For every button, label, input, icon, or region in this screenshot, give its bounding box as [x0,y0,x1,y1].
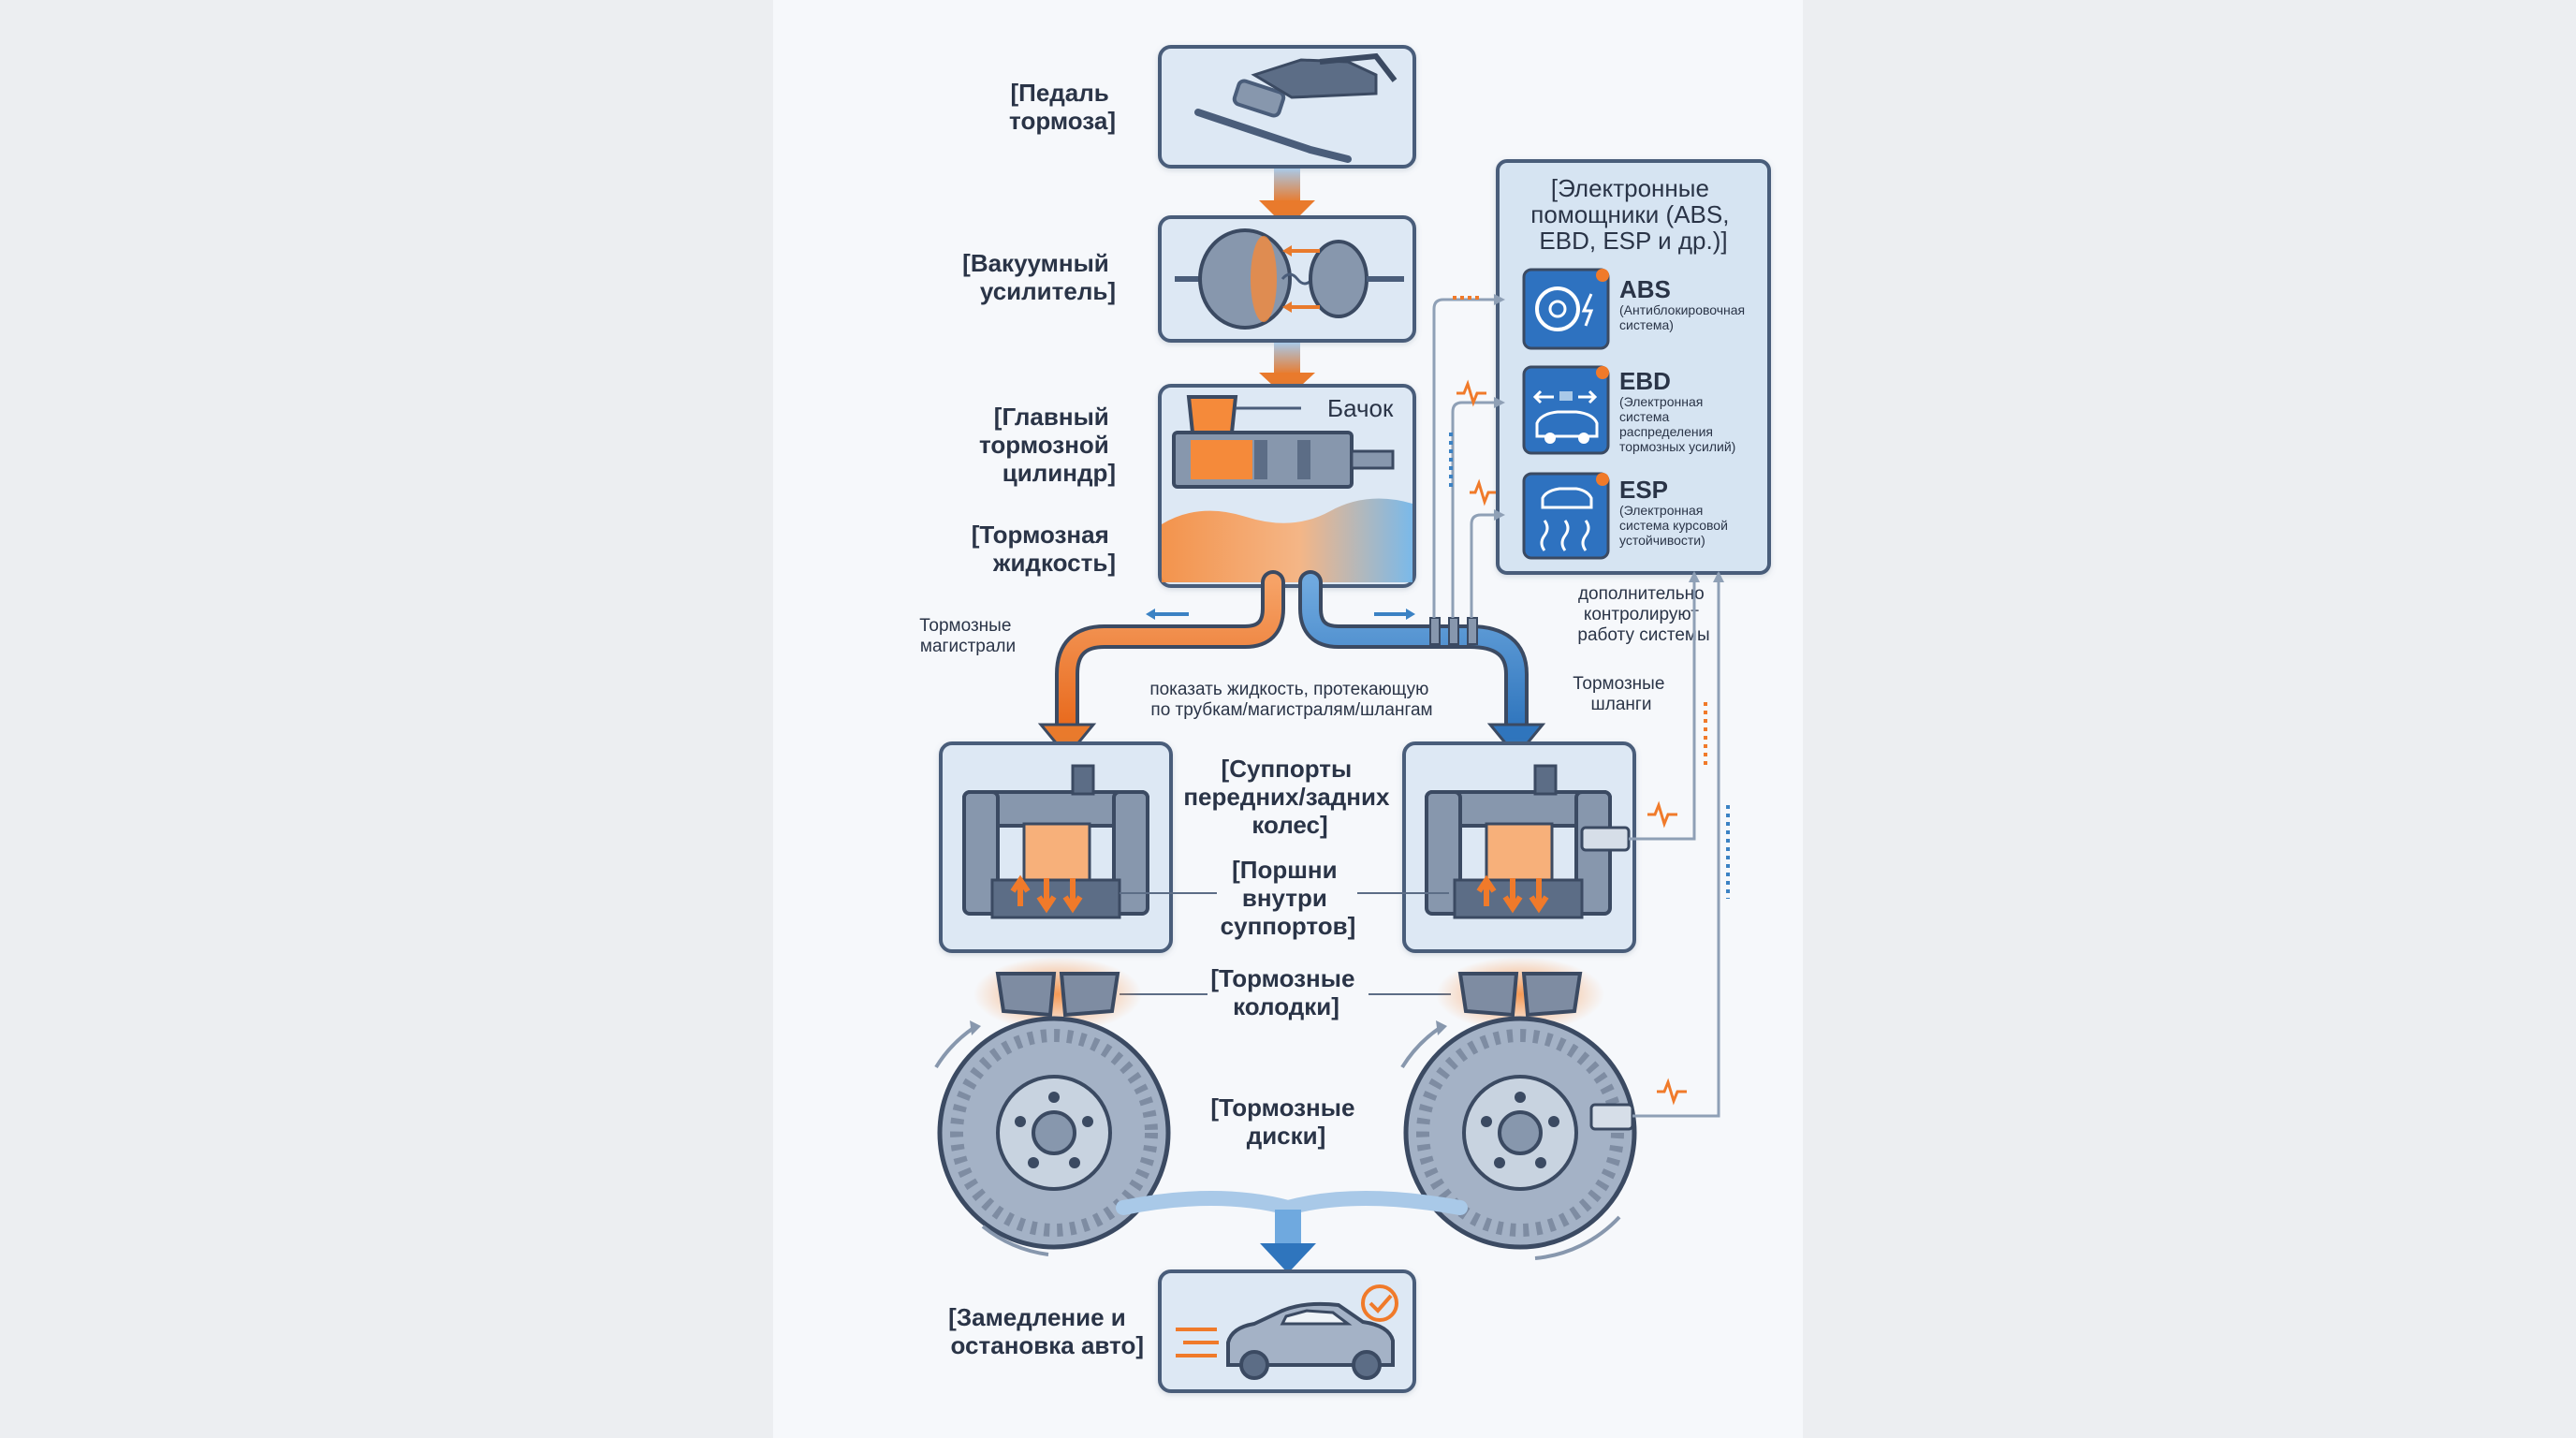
wheel-lightning-icon [1535,286,1594,331]
pulse-icon [1456,379,1687,1106]
brake-pedal-box [1158,45,1416,169]
assist-note: дополнительно контролируют работу систем… [1577,584,1709,645]
electronic-panel-title: [Электронные помощники (ABS, EBD, ESP и … [1530,174,1735,255]
vacuum-booster-box [1158,215,1416,343]
signal-arrowheads [1494,294,1724,582]
caliper-icon [962,764,1149,919]
pads-label: [Тормозные колодки] [1210,964,1361,1020]
fluid-note: показать жидкость, протекающую по трубка… [1149,680,1433,720]
checkmark-icon [1361,1284,1398,1322]
ebd-item: EBD (Электронная система распределения т… [1522,365,1735,455]
data-dash-icon [1449,296,1730,899]
merge-arrow-icon [1116,1191,1468,1273]
booster-icon [1175,228,1404,330]
cylinder-icon [1172,431,1395,489]
abs-name: ABS [1619,275,1671,303]
caliper-icon [1425,764,1631,919]
caliper-left-box [939,741,1173,953]
flow-direction-arrows [1146,609,1415,620]
brake-pedal-label: [Педаль тормоза] [1009,79,1116,135]
brake-lines-label: Тормозные магистрали [919,616,1016,656]
abs-desc: (Антиблокировочная система) [1619,302,1749,332]
brake-pads-left [973,957,1142,1032]
brake-fluid-wave [1162,498,1412,582]
ebd-desc: (Электронная система распределения тормо… [1619,394,1735,454]
master-cylinder-label: [Главный тормозной цилиндр] [979,403,1116,487]
caliper-right-box [1402,741,1636,953]
pedal-icon [1194,52,1398,163]
esp-item: ESP (Электронная система курсовой устойч… [1522,472,1732,560]
brake-pads-right [1436,957,1604,1032]
brake-line-right [1298,570,1546,759]
electronic-assist-panel: [Электронные помощники (ABS, EBD, ESP и … [1496,159,1771,575]
brake-hoses-label: Тормозные шланги [1573,674,1669,714]
car-distribution-icon [1532,389,1599,444]
reservoir-label: Бачок [1327,394,1394,422]
discs-label: [Тормозные диски] [1210,1093,1361,1150]
calipers-label: [Суппорты передних/задних колес] [1183,755,1396,839]
stop-box [1158,1269,1416,1393]
brake-disc-right [1400,1016,1637,1260]
stop-label: [Замедление и остановка авто] [948,1303,1144,1359]
esp-desc: (Электронная система курсовой устойчивос… [1619,503,1732,548]
car-icon [1176,1301,1395,1380]
signal-lines [1432,298,1720,1118]
vacuum-booster-label: [Вакуумный усилитель] [962,249,1116,305]
pistons-label: [Поршни внутри суппортов] [1221,856,1356,940]
brake-disc-left [934,1016,1171,1256]
abs-item: ABS (Антиблокировочная система) [1522,268,1749,350]
ebd-name: EBD [1619,367,1671,395]
brake-line-left [1037,570,1285,759]
brake-fluid-label: [Тормозная жидкость] [972,521,1116,577]
car-skid-icon [1540,487,1593,551]
master-cylinder-box [1158,384,1416,588]
esp-name: ESP [1619,476,1668,504]
flow-arrow-icon [1259,169,1315,228]
